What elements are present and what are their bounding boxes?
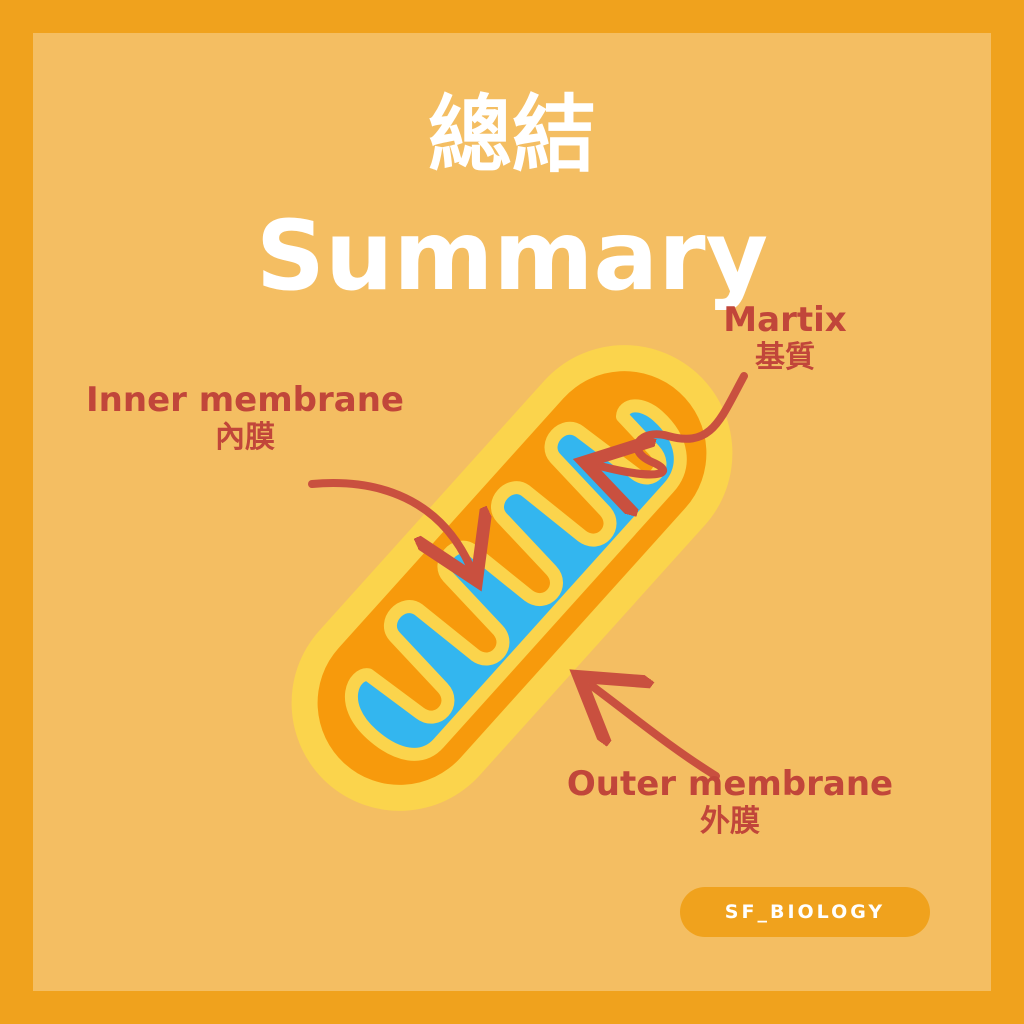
label-outer-membrane-en: Outer membrane [566,764,894,804]
arrow-icon [308,479,470,566]
label-outer-membrane-zh: 外膜 [700,804,760,839]
brand-badge: SF_BIOLOGY [680,887,930,937]
title-english: Summary [255,200,769,312]
label-matrix-en: Martix [723,300,847,340]
label-inner-membrane: Inner membrane 內膜 [50,380,440,456]
label-matrix: Martix 基質 [690,300,880,376]
arrow-icon [600,372,748,474]
label-inner-membrane-en: Inner membrane [86,380,404,420]
title-chinese: 總結 [427,86,596,184]
arrow-icon [592,686,720,780]
label-outer-membrane: Outer membrane 外膜 [530,764,930,840]
label-inner-membrane-zh: 內膜 [215,420,275,455]
label-matrix-zh: 基質 [755,340,815,375]
